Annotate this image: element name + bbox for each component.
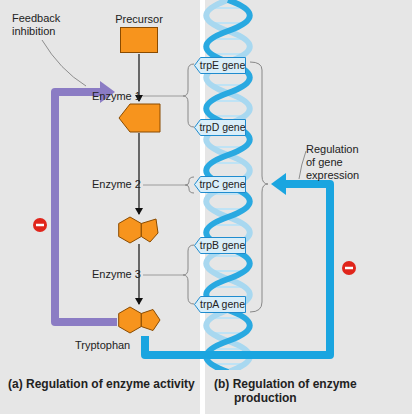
leader-line [299, 151, 306, 179]
molecule-label: Precursor [115, 13, 163, 26]
intermediate-molecule [119, 217, 158, 243]
gene-name: trpB gene [194, 239, 246, 252]
intermediate-molecule [119, 104, 160, 132]
precursor-box: Precursor [120, 27, 158, 53]
leader-line [143, 96, 183, 97]
panel-caption: (b) Regulation of enzyme production [214, 377, 412, 405]
regulation-arrowhead [271, 173, 286, 195]
inhibition-symbol [33, 218, 47, 232]
regulation-arrow [145, 184, 330, 355]
leader-line [143, 275, 183, 276]
gene-name: trpE gene [194, 59, 246, 72]
gene-name: trpD gene [194, 121, 246, 134]
tryptophan-molecule: Tryptophan [117, 306, 162, 334]
enzyme-bracket [185, 177, 194, 193]
enzyme-label: Enzyme 2 [92, 178, 140, 191]
pathway-arrow [138, 133, 139, 214]
molecule-shape [117, 306, 162, 334]
feedback-arrow [55, 92, 117, 322]
gene-box: trpD gene [194, 119, 246, 136]
molecule-label: Tryptophan [75, 339, 130, 352]
enzyme-bracket [183, 245, 194, 304]
gene-bracket [250, 62, 268, 312]
gene-name: trpA gene [194, 298, 246, 311]
inhibition-symbol [342, 261, 356, 275]
gene-box: trpA gene [194, 296, 246, 313]
gene-box: trpE gene [194, 57, 246, 74]
gene-box: trpB gene [194, 237, 246, 254]
annotation-label: Feedback inhibition [12, 12, 72, 38]
enzyme-label: Enzyme 3 [92, 268, 140, 281]
gene-name: trpC gene [194, 178, 246, 191]
enzyme-label: Enzyme 1 [92, 90, 140, 103]
leader-line [42, 40, 86, 86]
annotation-label: Regulation of gene expression [306, 143, 368, 182]
panel-caption: (a) Regulation of enzyme activity [8, 377, 206, 391]
gene-box: trpC gene [194, 176, 246, 193]
leader-line [143, 185, 185, 186]
enzyme-bracket [183, 64, 194, 127]
